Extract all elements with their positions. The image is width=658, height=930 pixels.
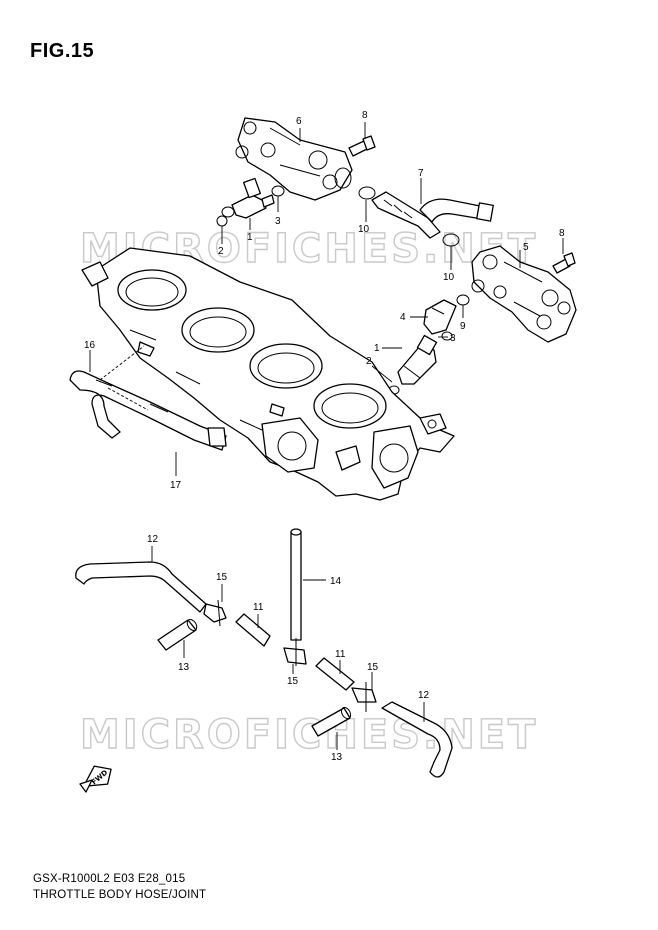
hose-13-right bbox=[311, 706, 352, 737]
callout-5: 5 bbox=[523, 242, 529, 253]
joint-15-right bbox=[351, 682, 377, 712]
callout-4: 4 bbox=[400, 312, 406, 323]
callout-17: 17 bbox=[170, 480, 182, 491]
callout-10-lower: 10 bbox=[443, 272, 455, 283]
callout-12-right: 12 bbox=[418, 690, 430, 701]
callout-15-middle: 15 bbox=[287, 676, 299, 687]
callout-15-right: 15 bbox=[367, 662, 379, 673]
callout-13-left: 13 bbox=[178, 662, 190, 673]
watermark-bottom: MICROFICHES.NET bbox=[80, 712, 538, 758]
callout-2-lower: 2 bbox=[366, 356, 372, 367]
callout-1-lower: 1 bbox=[374, 343, 380, 354]
footer-code: GSX-R1000L2 E03 E28_015 bbox=[33, 873, 186, 885]
callout-11-right: 11 bbox=[335, 649, 346, 660]
fuel-injector-upper bbox=[216, 177, 275, 227]
o-ring-10-upper bbox=[358, 186, 376, 200]
figure-title: FIG.15 bbox=[30, 40, 95, 62]
o-ring-3-lower bbox=[441, 331, 453, 341]
callout-6: 6 bbox=[296, 116, 302, 127]
leader-16-dashes bbox=[99, 345, 149, 411]
callout-8-right: 8 bbox=[559, 228, 565, 239]
throttle-body-assembly bbox=[81, 247, 455, 501]
fuel-joint-4 bbox=[423, 299, 457, 335]
leader-lines bbox=[89, 122, 564, 750]
bolt-top-left bbox=[348, 135, 376, 157]
hose-13-left bbox=[157, 619, 198, 651]
fuel-delivery-pipe-right bbox=[471, 245, 577, 343]
callout-11-left: 11 bbox=[253, 602, 264, 613]
fuel-delivery-pipe-left bbox=[235, 117, 353, 201]
forward-arrow-icon: FWD bbox=[79, 765, 112, 793]
o-ring-3-upper bbox=[271, 185, 285, 197]
callout-12-left: 12 bbox=[147, 534, 159, 545]
callout-7: 7 bbox=[418, 168, 424, 179]
callout-13-right: 13 bbox=[331, 752, 343, 763]
hose-12-left bbox=[75, 561, 207, 613]
callout-1-top: 1 bbox=[247, 232, 253, 243]
callout-9: 9 bbox=[460, 321, 466, 332]
callout-15-left: 15 bbox=[216, 572, 228, 583]
o-ring-9 bbox=[456, 294, 470, 306]
hose-11-right bbox=[315, 657, 355, 691]
callout-14: 14 bbox=[330, 576, 342, 587]
callout-3-lower: 3 bbox=[450, 333, 456, 344]
hose-14-vertical bbox=[290, 528, 302, 641]
callout-3-top: 3 bbox=[275, 216, 281, 227]
callout-16: 16 bbox=[84, 340, 96, 351]
vacuum-hose-17 bbox=[69, 370, 227, 451]
callout-8-top: 8 bbox=[362, 110, 368, 121]
joint-15-left bbox=[203, 599, 227, 627]
hose-12-right bbox=[381, 701, 453, 778]
footer-name: THROTTLE BODY HOSE/JOINT bbox=[33, 889, 207, 901]
callout-10-upper: 10 bbox=[358, 224, 370, 235]
callout-2-top: 2 bbox=[218, 246, 224, 257]
hose-11-left bbox=[235, 613, 271, 647]
fuel-feed-hose bbox=[371, 191, 494, 239]
joint-15-middle bbox=[283, 638, 307, 666]
bolt-right bbox=[552, 252, 576, 274]
fuel-injector-lower bbox=[397, 334, 438, 385]
